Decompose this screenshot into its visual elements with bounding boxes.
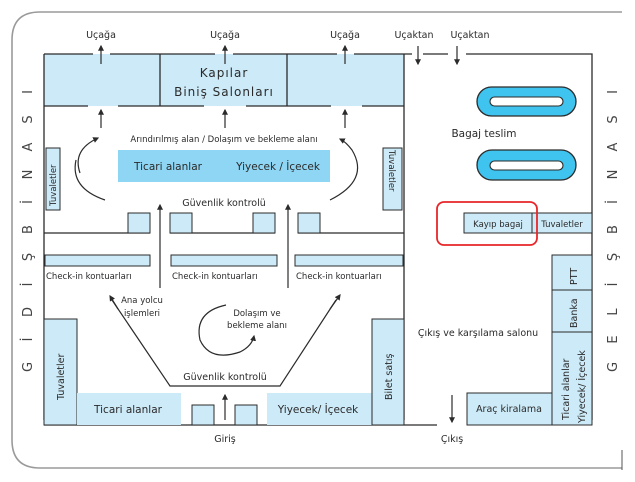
from-plane-label-2: Uçaktan	[450, 30, 489, 41]
checkin-label-1: Check-in kontuarları	[46, 272, 132, 282]
side-letter: Ş	[606, 253, 621, 261]
arrival-commercial-label-1: Ticari alanlar	[561, 358, 572, 421]
side-letter: S	[606, 115, 621, 123]
ptt-label: PTT	[569, 268, 580, 285]
side-letter: L	[606, 308, 621, 316]
checkin-counter	[294, 254, 404, 267]
side-letter: G	[606, 362, 621, 372]
checkin-counter	[44, 254, 151, 267]
checkin-label-2: Check-in kontuarları	[172, 272, 258, 282]
to-plane-label-3: Uçağa	[330, 30, 360, 41]
gates-area	[44, 54, 404, 106]
toilets-right-top	[382, 147, 403, 211]
food-top-label: Yiyecek / İçecek	[235, 160, 321, 173]
security-booth	[127, 212, 151, 234]
arrival-commercial-label-2: Yiyecek/ İçecek	[577, 350, 588, 424]
side-letter: Ş	[21, 253, 36, 261]
commercial-top-label: Ticari alanlar	[133, 161, 203, 173]
side-letter: E	[606, 335, 621, 343]
security-label-bottom: Güvenlik kontrolü	[183, 372, 267, 383]
side-letter: G	[21, 362, 36, 372]
side-letter: İ	[20, 338, 36, 342]
car-rental-label: Araç kiralama	[476, 404, 542, 415]
circulation-label-2: bekleme alanı	[227, 321, 287, 331]
food-bottom-label: Yiyecek/ İçecek	[277, 403, 359, 416]
svg-text:Tuvaletler: Tuvaletler	[49, 164, 59, 207]
side-letter: İ	[605, 200, 621, 204]
side-letter: İ	[20, 200, 36, 204]
bank-label: Banka	[569, 298, 580, 328]
bank	[551, 289, 593, 333]
toilets-arrival	[531, 212, 593, 234]
security-booth	[252, 212, 276, 234]
main-passenger-label-2: işlemleri	[124, 309, 160, 319]
cleared-area-label: Arındırılmış alan / Dolaşım ve bekleme a…	[130, 135, 317, 145]
to-plane-label-1: Uçağa	[86, 30, 116, 41]
to-plane-label-2: Uçağa	[210, 30, 240, 41]
entrance-booth	[234, 404, 258, 426]
side-letter: A	[21, 142, 36, 151]
ticket-sales	[371, 318, 405, 426]
circulation-label-1: Dolaşım ve	[233, 309, 280, 319]
commercial-food-top	[118, 150, 330, 182]
checkin-label-3: Check-in kontuarları	[296, 272, 382, 282]
baggage-claim-label: Bagaj teslim	[451, 128, 516, 140]
entrance-booth	[191, 404, 215, 426]
exit-hall-label: Çıkış ve karşılama salonu	[418, 328, 538, 339]
side-letter: İ	[20, 283, 36, 287]
departure-building-label: G İ D İ Ş B İ N A S I	[20, 90, 36, 372]
side-letter: S	[21, 115, 36, 123]
svg-text:Tuvaletler: Tuvaletler	[386, 149, 396, 192]
side-letter: I	[606, 90, 621, 94]
side-letter: İ	[605, 283, 621, 287]
arrival-commercial	[551, 331, 593, 426]
security-booth	[169, 212, 193, 234]
side-letter: B	[21, 225, 36, 234]
side-letter: B	[606, 225, 621, 234]
exit-label: Çıkış	[441, 434, 463, 445]
security-label-top: Güvenlik kontrolü	[182, 198, 266, 209]
food-bottom	[267, 393, 372, 425]
checkin-counter	[170, 254, 278, 267]
from-plane-label-1: Uçaktan	[394, 30, 433, 41]
ticket-sales-label: Bilet satış	[384, 353, 395, 400]
svg-text:Tuvaletler: Tuvaletler	[540, 220, 583, 230]
security-booth	[297, 212, 321, 234]
lost-baggage-label: Kayıp bagaj	[473, 220, 523, 230]
side-letter: D	[21, 307, 36, 317]
car-rental	[466, 392, 553, 426]
side-letter: I	[21, 90, 36, 94]
toilets-left-top	[45, 147, 61, 211]
gates-label: Kapılar	[200, 66, 249, 80]
side-letter: N	[606, 170, 621, 180]
arrival-building-label: G E L İ Ş B İ N A S I	[605, 90, 621, 372]
commercial-bottom	[77, 393, 181, 425]
boarding-lounges-label: Biniş Salonları	[174, 85, 274, 99]
svg-text:Tuvaletler: Tuvaletler	[56, 353, 67, 401]
side-letter: A	[606, 142, 621, 151]
side-letter: N	[21, 170, 36, 180]
outer-frame	[11, 11, 622, 469]
toilets-left-bottom	[43, 318, 78, 426]
entrance-label: Giriş	[214, 434, 236, 445]
commercial-bottom-label: Ticari alanlar	[93, 404, 163, 416]
lost-baggage-highlight	[436, 201, 538, 246]
ptt-office	[551, 254, 593, 291]
main-passenger-label-1: Ana yolcu	[121, 296, 163, 306]
